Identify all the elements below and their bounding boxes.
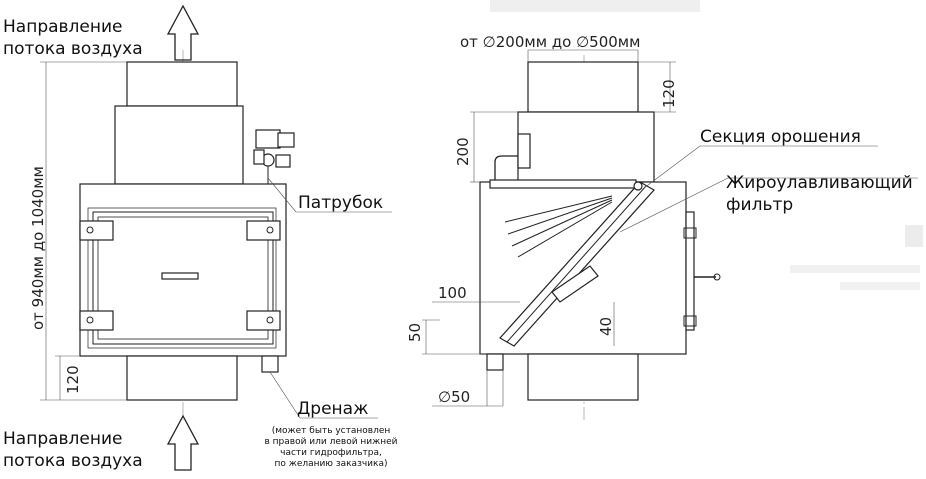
upper-section: [114, 105, 244, 185]
diameter-range: от ∅200мм до ∅500мм: [460, 33, 640, 51]
drain-note-line3: части гидрофильтра,: [280, 448, 382, 458]
inspection-door: [92, 211, 274, 345]
door-clamp: [79, 310, 114, 331]
drain-pipe: [261, 355, 279, 373]
top-duct: [126, 61, 238, 107]
drain-pipe-side: [486, 353, 504, 371]
dim-40: 40: [597, 317, 615, 336]
height-dimension: от 940мм до 1040мм: [29, 166, 47, 330]
dim-50: 50: [406, 323, 424, 342]
drain-note-line4: по желанию заказчика): [274, 459, 387, 469]
nozzle-fitting: [253, 129, 295, 184]
airflow-label-bottom-line1: Направление: [3, 429, 123, 449]
dim-120-left: 120: [64, 365, 82, 394]
airflow-arrow-bottom: [166, 414, 200, 471]
irrigation-label: Секция орошения: [700, 127, 861, 147]
door-handle: [161, 272, 199, 280]
airflow-label-top-line2: потока воздуха: [3, 39, 143, 59]
top-duct-side: [527, 61, 639, 113]
door-clamp: [246, 310, 281, 331]
grease-filter: [499, 181, 655, 347]
bottom-duct-side: [527, 353, 639, 401]
left-view: от 940мм до 1040мм 120 Направление поток…: [3, 4, 398, 471]
faint-background: [490, 0, 923, 290]
bottom-duct: [126, 355, 238, 401]
drain-note-line1: (может быть установлен: [272, 426, 391, 436]
airflow-arrow-top: [166, 4, 200, 61]
door-clamp: [79, 220, 114, 241]
dim-100: 100: [438, 284, 467, 302]
right-view: от ∅200мм до ∅500мм 120 200 100 50 40 ∅5…: [406, 33, 918, 420]
dim-120-right: 120: [660, 79, 678, 108]
airflow-label-bottom-line2: потока воздуха: [3, 451, 143, 471]
filter-label-line1: Жироулавливающий: [726, 173, 913, 193]
upper-section-side: [517, 111, 655, 183]
drain-note-line2: в правой или левой нижней: [264, 437, 397, 447]
filter-label-line2: фильтр: [726, 195, 793, 215]
dim-200: 200: [454, 137, 472, 166]
door-clamp: [246, 220, 281, 241]
dim-d50: ∅50: [438, 388, 470, 406]
nozzle-label: Патрубок: [298, 193, 383, 213]
drain-label: Дренаж: [297, 399, 368, 419]
spray-fan: [504, 195, 613, 258]
airflow-label-top-line1: Направление: [3, 17, 123, 37]
